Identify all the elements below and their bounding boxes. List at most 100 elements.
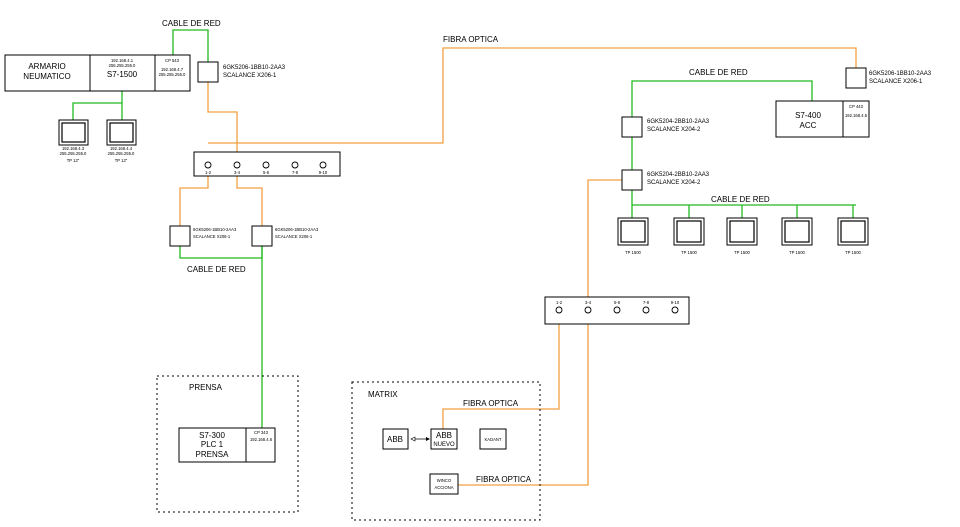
switch-left-a[interactable]: 6GK5206-1BB10-2AA3 SCALANCE X206-1 bbox=[169, 225, 237, 247]
switch-left-a-name: SCALANCE X206-1 bbox=[193, 234, 231, 239]
tp1500-4[interactable]: TP 1500 bbox=[781, 217, 813, 255]
s7400-cp-label: CP 443 bbox=[849, 104, 864, 109]
prensa-cp-label: CP 343 bbox=[254, 430, 269, 435]
switch-right-1-model: 6GK5204-2BB10-2AA3 bbox=[647, 119, 710, 125]
cable-armario-to-panels bbox=[72, 91, 123, 120]
cable-label-tp-row: CABLE DE RED bbox=[711, 195, 770, 204]
tp1500-1-label: TP 1500 bbox=[625, 250, 641, 255]
cable-cp543-to-switch bbox=[172, 29, 209, 62]
fiber-optic-lines bbox=[179, 47, 857, 486]
fiber-label-matrix-lower: FIBRA OPTICA bbox=[476, 475, 532, 484]
ethernet-cables bbox=[72, 29, 856, 428]
panel-2-mask: 255.255.255.0 bbox=[108, 151, 135, 156]
switch-left-b-model: 6GK5206-1BB10-2AA3 bbox=[275, 227, 319, 232]
tp1500-4-label: TP 1500 bbox=[789, 250, 805, 255]
patch-left-port-3: 5-6 bbox=[263, 170, 270, 175]
tp1500-5[interactable]: TP 1500 bbox=[837, 217, 869, 255]
patch-right-port-3: 5-6 bbox=[614, 300, 621, 305]
s7400-line2: ACC bbox=[800, 121, 817, 130]
armario-cpu-ip: 192.168.4.1 bbox=[111, 58, 134, 63]
abb-device[interactable]: ABB bbox=[382, 428, 409, 450]
armario-cp-ip: 192.168.4.7 bbox=[161, 67, 184, 72]
switch-right-2[interactable]: 6GK5204-2BB10-2AA3 SCALANCE X204-2 bbox=[621, 169, 710, 191]
fiber-top bbox=[208, 47, 857, 144]
panel-2-ip: 192.168.4.4 bbox=[110, 146, 133, 151]
prensa-line2: PLC 1 bbox=[201, 440, 224, 449]
fiber-panel-to-winco bbox=[458, 313, 589, 486]
cable-label-top-left: CABLE DE RED bbox=[162, 19, 221, 28]
matrix-title: MATRIX bbox=[368, 390, 398, 399]
switch-top-right[interactable]: 6GK5206-1BB10-2AA3 SCALANCE X206-1 bbox=[845, 67, 932, 89]
panel-1-mask: 255.255.255.0 bbox=[60, 151, 87, 156]
fiber-panel-to-abb-nuevo bbox=[442, 313, 560, 429]
winco-acciona-device[interactable]: WINCO ACCIONA bbox=[429, 473, 459, 495]
prensa-line3: PRENSA bbox=[196, 450, 230, 459]
s7400-line1: S7-400 bbox=[795, 111, 821, 120]
panel-1-label: TP 12" bbox=[67, 158, 80, 163]
prensa-line1: S7-300 bbox=[199, 431, 225, 440]
fiber-label-top: FIBRA OPTICA bbox=[443, 35, 499, 44]
switch-left-b-name: SCALANCE X206-1 bbox=[275, 234, 313, 239]
switch-top-right-name: SCALANCE X206-1 bbox=[869, 79, 923, 85]
abb-nuevo-device[interactable]: ABB NUEVO bbox=[430, 428, 458, 450]
armario-cpu-model: S7-1500 bbox=[107, 70, 138, 79]
patch-right-port-5: 9-10 bbox=[671, 300, 680, 305]
switch-right-1-name: SCALANCE X204-2 bbox=[647, 127, 701, 133]
armario-neumatico[interactable]: ARMARIO NEUMATICO 192.168.4.1 255.255.25… bbox=[4, 54, 191, 92]
switch-top-right-model: 6GK5206-1BB10-2AA3 bbox=[869, 71, 932, 77]
switch-top-left-model: 6GK5206-1BB10-2AA3 bbox=[223, 65, 286, 71]
armario-cp-label: CP 543 bbox=[165, 58, 180, 63]
patch-left-port-4: 7-8 bbox=[292, 170, 299, 175]
abb-nuevo-line1: ABB bbox=[436, 431, 452, 440]
abb-nuevo-line2: NUEVO bbox=[433, 442, 455, 448]
cable-s7400-to-switch-right1 bbox=[631, 80, 813, 117]
s7400-cp-ip: 192.168.4.5 bbox=[845, 113, 868, 118]
switch-right-2-model: 6GK5204-2BB10-2AA3 bbox=[647, 172, 710, 178]
prensa-title: PRENSA bbox=[189, 383, 223, 392]
panel-2-label: TP 12" bbox=[115, 158, 128, 163]
switch-right-1[interactable]: 6GK5204-2BB10-2AA3 SCALANCE X204-2 bbox=[621, 116, 710, 138]
armario-cpu-mask: 255.255.255.0 bbox=[109, 63, 136, 68]
cable-label-top-right: CABLE DE RED bbox=[689, 68, 748, 77]
tp1500-3[interactable]: TP 1500 bbox=[726, 217, 758, 255]
switch-left-b[interactable]: 6GK5206-1BB10-2AA3 SCALANCE X206-1 bbox=[251, 225, 319, 247]
switch-top-left-name: SCALANCE X206-1 bbox=[223, 73, 277, 79]
patch-right-port-2: 3-4 bbox=[585, 300, 592, 305]
patch-left-port-5: 9-10 bbox=[319, 170, 328, 175]
armario-cp-mask: 255.255.255.0 bbox=[159, 72, 186, 77]
winco-line1: WINCO bbox=[437, 478, 452, 483]
switch-right-2-name: SCALANCE X204-2 bbox=[647, 180, 701, 186]
patch-left-port-2: 3-4 bbox=[234, 170, 241, 175]
cable-left-switches bbox=[179, 246, 263, 259]
patch-panel-left[interactable]: 1-2 3-4 5-6 7-8 9-10 bbox=[193, 151, 341, 177]
winco-line2: ACCIONA bbox=[434, 485, 453, 490]
switch-top-left[interactable]: 6GK5206-1BB10-2AA3 SCALANCE X206-1 bbox=[197, 61, 286, 83]
patch-right-port-4: 7-8 bbox=[643, 300, 650, 305]
tp1500-5-label: TP 1500 bbox=[845, 250, 861, 255]
armario-name-line2: NEUMATICO bbox=[23, 72, 70, 81]
s7-400-acc[interactable]: S7-400 ACC CP 443 192.168.4.5 bbox=[775, 100, 870, 138]
s7-300-plc1-prensa[interactable]: S7-300 PLC 1 PRENSA CP 343 192.168.4.6 bbox=[178, 427, 276, 463]
cable-label-left-middle: CABLE DE RED bbox=[187, 265, 246, 274]
panel-1-ip: 192.168.4.3 bbox=[62, 146, 85, 151]
armario-name-line1: ARMARIO bbox=[28, 62, 65, 71]
kadant-device[interactable]: KADANT bbox=[479, 428, 507, 450]
tp1500-1[interactable]: TP 1500 bbox=[617, 217, 649, 255]
fiber-switch2-to-panel-right bbox=[587, 179, 622, 307]
tp1500-2-label: TP 1500 bbox=[681, 250, 697, 255]
patch-panel-right[interactable]: 1-2 3-4 5-6 7-8 9-10 bbox=[544, 296, 690, 325]
tp1500-2[interactable]: TP 1500 bbox=[673, 217, 705, 255]
patch-right-port-1: 1-2 bbox=[556, 300, 563, 305]
panel-tp12-2[interactable]: 192.168.4.4 255.255.255.0 TP 12" bbox=[106, 119, 137, 163]
fiber-panel-to-left-b bbox=[236, 168, 263, 226]
matrix-boundary bbox=[351, 381, 541, 521]
switch-left-a-model: 6GK5206-1BB10-2AA3 bbox=[193, 227, 237, 232]
patch-left-port-1: 1-2 bbox=[205, 170, 212, 175]
tp1500-3-label: TP 1500 bbox=[734, 250, 750, 255]
prensa-cp-ip: 192.168.4.6 bbox=[250, 437, 273, 442]
prensa-boundary bbox=[156, 375, 299, 513]
panel-tp12-1[interactable]: 192.168.4.3 255.255.255.0 TP 12" bbox=[58, 119, 89, 163]
abb-to-nuevo-arrow bbox=[410, 436, 430, 442]
fiber-label-matrix-upper: FIBRA OPTICA bbox=[463, 399, 519, 408]
